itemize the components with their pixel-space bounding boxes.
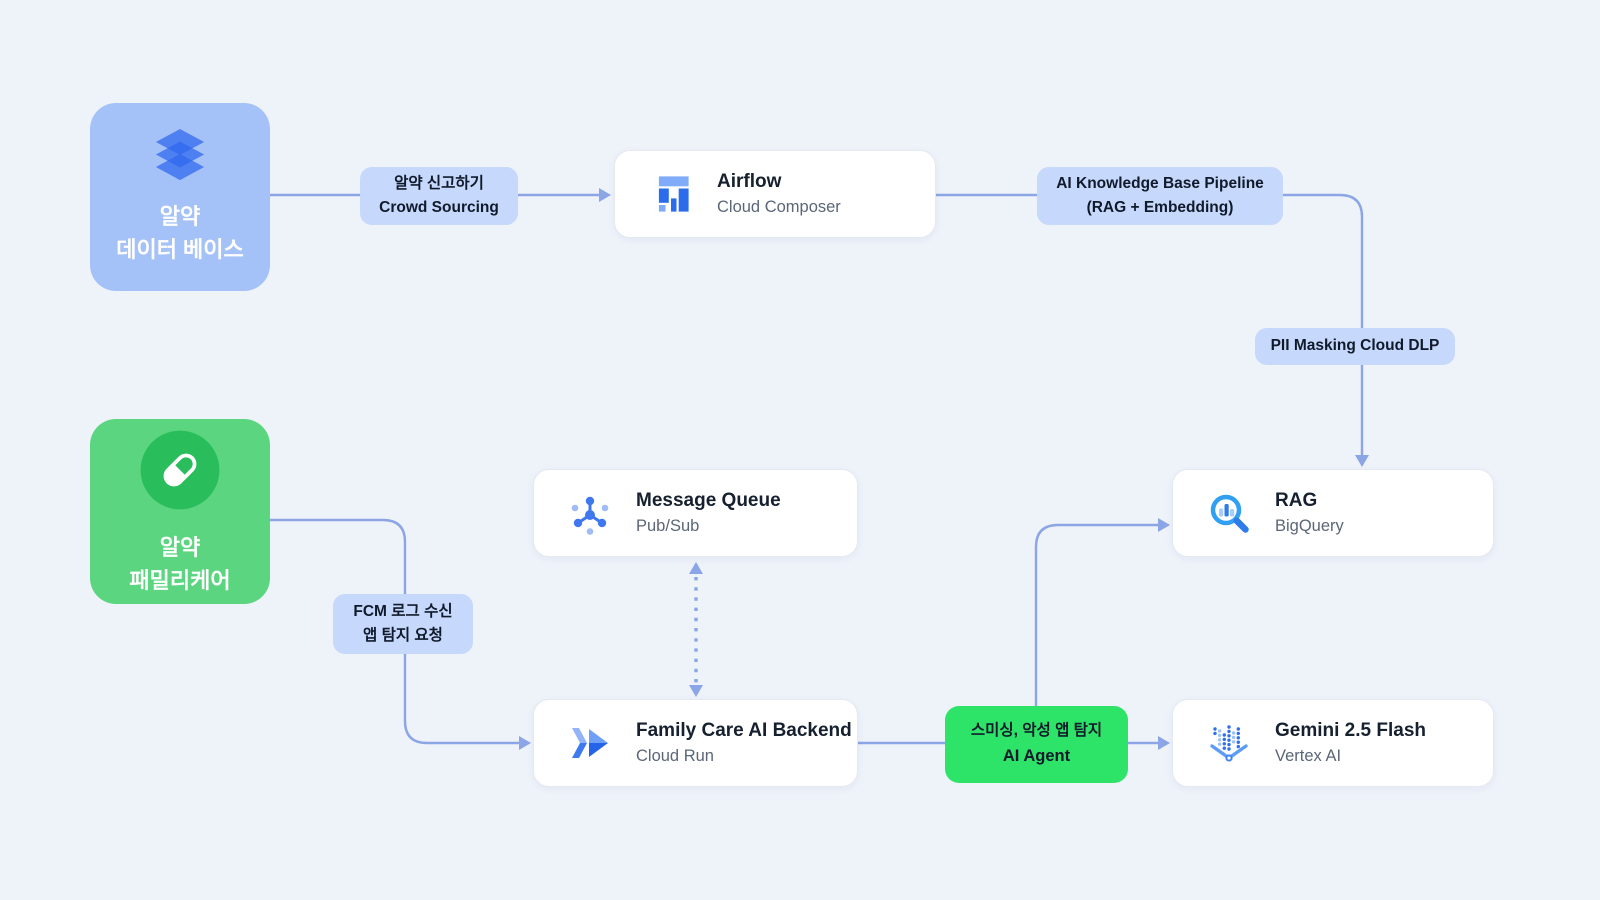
edge-label-ai-agent: 스미싱, 악성 앱 탐지 AI Agent — [945, 706, 1128, 783]
node-rag: RAG BigQuery — [1172, 469, 1494, 557]
edge-label-line: (RAG + Embedding) — [1086, 199, 1234, 216]
tile-title-line1: 알약 — [159, 204, 201, 229]
pill-icon — [137, 427, 223, 513]
vertex-ai-icon — [1207, 721, 1251, 765]
node-subtitle: Pub/Sub — [636, 517, 700, 536]
cloud-composer-icon — [649, 172, 693, 216]
node-subtitle: Cloud Run — [636, 747, 714, 766]
edge-label-fcm-log: FCM 로그 수신 앱 탐지 요청 — [333, 594, 473, 654]
tile-title-line1: 알약 — [159, 534, 201, 560]
edge-label-line: AI Knowledge Base Pipeline — [1056, 174, 1264, 192]
node-title: RAG — [1275, 490, 1318, 512]
node-airflow: Airflow Cloud Composer — [614, 150, 936, 238]
edge-label-line: 스미싱, 악성 앱 탐지 — [970, 722, 1103, 740]
node-family-care-backend: Family Care AI Backend Cloud Run — [533, 699, 858, 787]
node-title: Family Care AI Backend — [636, 720, 852, 742]
edge-label-line: PII Masking Cloud DLP — [1270, 337, 1440, 355]
node-pill-database: 알약 데이터 베이스 — [90, 103, 270, 291]
edge-airflow-to-rag — [936, 193, 1369, 467]
edge-label-ai-kb-pipeline: AI Knowledge Base Pipeline (RAG + Embedd… — [1037, 167, 1283, 225]
edge-label-pii-masking: PII Masking Cloud DLP — [1255, 328, 1455, 365]
tile-title-line2: 패밀리케어 — [129, 567, 231, 593]
layers-icon — [149, 128, 211, 182]
edge-label-line: 앱 탐지 요청 — [363, 627, 443, 644]
node-subtitle: BigQuery — [1275, 517, 1344, 536]
edge-label-line: FCM 로그 수신 — [353, 602, 453, 620]
node-title: Message Queue — [636, 490, 781, 512]
edge-label-line: 알약 신고하기 — [394, 174, 484, 192]
bigquery-icon — [1207, 491, 1251, 535]
edge-label-line: AI Agent — [1002, 747, 1071, 766]
edge-label-crowd-sourcing: 알약 신고하기 Crowd Sourcing — [360, 167, 518, 225]
edge-agent-to-rag — [1034, 518, 1170, 706]
pubsub-icon — [568, 491, 612, 535]
node-title: Gemini 2.5 Flash — [1275, 720, 1426, 742]
node-message-queue: Message Queue Pub/Sub — [533, 469, 858, 557]
cloud-run-icon — [568, 721, 612, 765]
tile-title-line2: 데이터 베이스 — [116, 237, 244, 262]
node-subtitle: Vertex AI — [1275, 747, 1342, 766]
edge-label-line: Crowd Sourcing — [379, 199, 499, 216]
node-gemini: Gemini 2.5 Flash Vertex AI — [1172, 699, 1494, 787]
node-subtitle: Cloud Composer — [717, 198, 841, 217]
node-title: Airflow — [717, 171, 782, 193]
node-family-care-app: 알약 패밀리케어 — [90, 419, 270, 604]
edge-backend-queue-dashed — [689, 562, 703, 697]
